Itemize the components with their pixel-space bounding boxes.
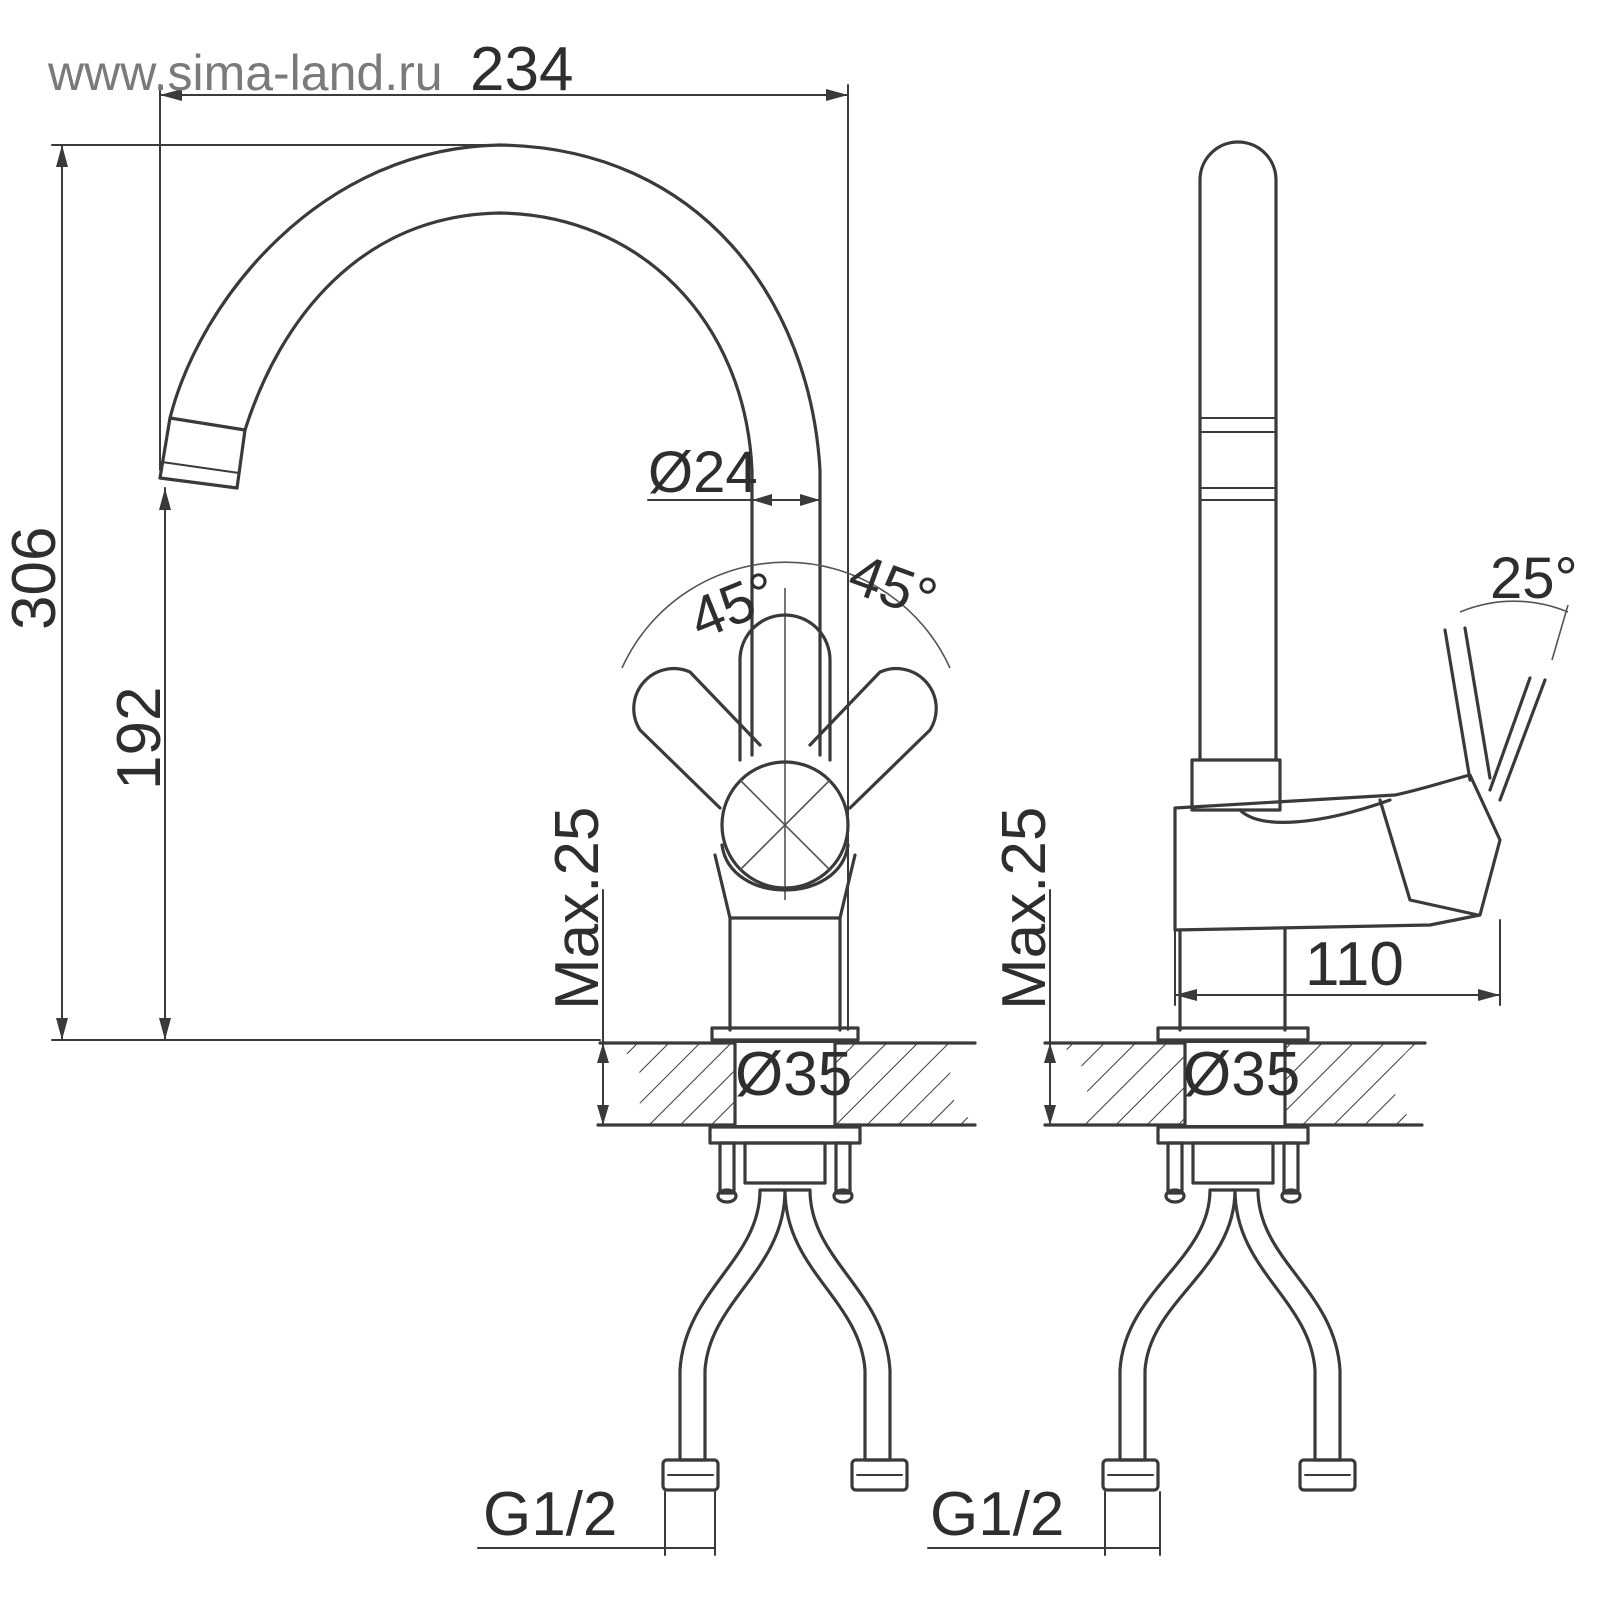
mounting-hardware — [708, 1125, 862, 1204]
spout-diameter-dimension — [647, 494, 821, 506]
side-mounting-hardware — [1156, 1125, 1310, 1204]
front-view — [51, 84, 980, 1556]
side-column — [1156, 928, 1310, 1042]
max-thickness-label-front: Max.25 — [543, 807, 612, 1010]
thread-label-side: G1/2 — [930, 1480, 1064, 1549]
body-column — [710, 916, 860, 1042]
side-flexible-hoses — [1101, 1188, 1357, 1492]
side-spout — [1190, 140, 1282, 812]
handle-angle-left-label: 45° — [681, 559, 787, 652]
flexible-hoses — [661, 1188, 909, 1492]
spout-height-dimension — [159, 487, 171, 1041]
mixer-handle — [621, 561, 951, 920]
countertop-section — [596, 889, 980, 1127]
spout-height-label: 192 — [105, 687, 174, 790]
reach-label: 110 — [1305, 930, 1404, 999]
thread-label-front: G1/2 — [483, 1480, 617, 1549]
max-thickness-label-side: Max.25 — [990, 807, 1059, 1010]
side-angle-dimension — [1459, 600, 1569, 661]
height-dimension — [51, 144, 601, 1041]
side-countertop-section — [1043, 889, 1427, 1127]
height-label: 306 — [0, 527, 69, 630]
hole-diameter-label-front: Ø35 — [735, 1040, 852, 1109]
width-dimension — [159, 84, 849, 1031]
hole-diameter-label-side: Ø35 — [1183, 1040, 1300, 1109]
width-label: 234 — [470, 35, 573, 104]
handle-angle-label-side: 25° — [1490, 546, 1578, 611]
spout-diameter-label: Ø24 — [648, 440, 758, 505]
spout — [158, 143, 822, 757]
side-view — [927, 140, 1569, 1556]
thread-dimension-side — [927, 1491, 1161, 1556]
handle-angle-right-label: 45° — [841, 541, 946, 632]
side-body — [1173, 626, 1547, 932]
thread-dimension-front — [477, 1491, 716, 1556]
watermark: www.sima-land.ru — [47, 45, 443, 101]
